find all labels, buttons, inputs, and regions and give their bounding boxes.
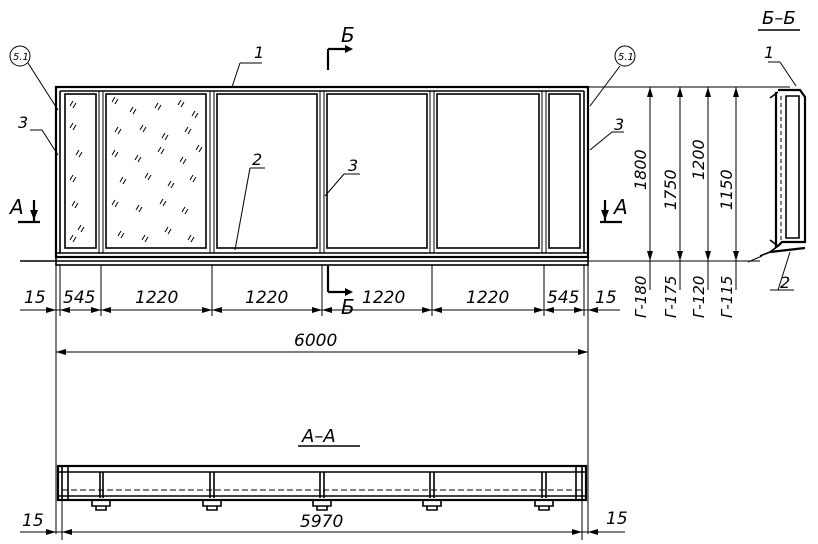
pane-2 [105,93,207,249]
plan-frame [56,464,588,502]
callout-top-1: 1 [254,43,264,62]
plan-posts [61,466,583,500]
front-view: 5.1 5.1 1 3 3 2 3 А А Б Б [8,23,636,319]
plan-dim-5970: 5970 [300,512,343,532]
cut-line-a [18,200,622,224]
cut-b-top-label: Б [341,23,355,47]
section-a-title: А–А [301,426,336,447]
section-a-a: А–А [20,362,628,540]
dim-1220-4: 1220 [466,288,509,308]
dim-545-right: 545 [547,288,579,308]
pane-6 [548,93,581,249]
frame-outer [54,85,590,259]
section-b-b: Б–Б 1 2 [747,8,807,292]
cut-b-bottom-label: Б [341,295,355,319]
ref-circle-right [589,45,636,107]
section-b-callout-2: 2 [780,273,790,292]
plan-dim-left-15: 15 [22,511,44,531]
pane-5 [436,93,540,249]
callout-mid-3: 3 [348,156,358,175]
callout-right-3: 3 [614,115,624,134]
section-b-title: Б–Б [762,8,796,29]
cut-a-left-label: А [8,195,24,219]
dim-right-15: 15 [595,288,617,308]
section-b-callout-1: 1 [764,43,774,62]
callout-leaders [30,62,624,251]
mullions [98,91,547,253]
dim-1220-2: 1220 [245,288,288,308]
dim-1220-3: 1220 [362,288,405,308]
horizontal-dimensions: 15 545 1220 1220 1220 1220 545 15 6000 [20,265,620,362]
plan-brackets [91,500,554,511]
dim-545-left: 545 [63,288,95,308]
type-code-1: Г-180 [632,276,650,318]
callout-mid-2: 2 [252,150,262,169]
glass-panes [64,93,581,249]
type-code-3: Г-120 [690,276,708,318]
height-1200: 1200 [689,139,708,180]
pane-1 [64,93,97,249]
callout-left-3: 3 [18,113,28,132]
height-1800: 1800 [631,149,650,190]
glass-hatching [69,96,203,243]
dim-overall-6000: 6000 [294,331,337,351]
pane-3 [216,93,318,249]
cut-line-b [326,45,353,296]
ref-circle-left-label: 5.1 [13,52,29,63]
ref-circle-right-label: 5.1 [618,52,634,63]
plan-dim-right-15: 15 [606,509,628,529]
ref-circle-left [9,45,59,111]
pane-4 [326,93,428,249]
cut-a-right-label: А [612,195,628,219]
height-1150: 1150 [717,169,736,210]
vertical-dimensions: 1800 1750 1200 1150 Г-180 Г-175 Г-120 Г-… [588,86,790,318]
type-code-4: Г-115 [718,276,736,318]
type-code-2: Г-175 [662,276,680,318]
dim-1220-1: 1220 [135,288,178,308]
dim-left-15: 15 [24,288,46,308]
height-1750: 1750 [661,169,680,210]
